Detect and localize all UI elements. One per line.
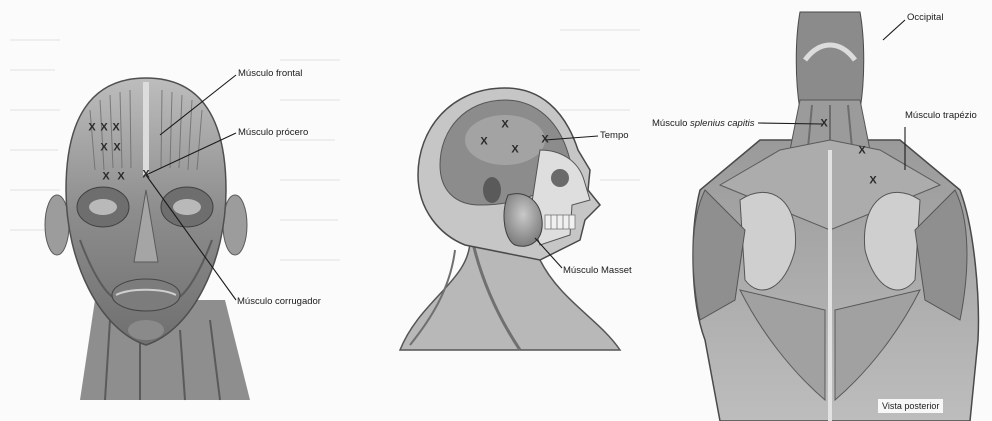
- caption-vista-posterior: Vista posterior: [878, 399, 943, 413]
- point-marker: X: [480, 137, 487, 148]
- label-musculo-frontal: Músculo frontal: [238, 69, 302, 79]
- label-splenius-capitis: Músculo splenius capitis: [652, 119, 754, 129]
- profile-illustration: [400, 88, 620, 350]
- point-marker: X: [100, 123, 107, 134]
- point-marker: X: [501, 120, 508, 131]
- label-musculo-corrugador: Músculo corrugador: [237, 297, 321, 307]
- point-marker: X: [541, 135, 548, 146]
- point-marker: X: [88, 123, 95, 134]
- point-marker: X: [113, 143, 120, 154]
- face-illustration: [45, 78, 250, 400]
- label-musculo-masseter: Músculo Masset: [563, 266, 632, 276]
- label-musculo-trapezio: Músculo trapézio: [905, 111, 977, 121]
- label-occipital: Occipital: [907, 13, 943, 23]
- point-marker: X: [100, 143, 107, 154]
- point-marker: X: [117, 172, 124, 183]
- point-marker: X: [102, 172, 109, 183]
- point-marker: X: [142, 170, 149, 181]
- label-temporal: Tempo: [600, 131, 629, 141]
- label-splenius-italic: splenius capitis: [690, 118, 754, 129]
- point-marker: X: [112, 123, 119, 134]
- point-marker: X: [820, 119, 827, 130]
- leader-occipital: [883, 20, 905, 40]
- point-marker: X: [869, 176, 876, 187]
- label-musculo-procero: Músculo prócero: [238, 128, 308, 138]
- point-marker: X: [858, 146, 865, 157]
- label-splenius-prefix: Músculo: [652, 118, 687, 129]
- back-illustration: [693, 12, 978, 421]
- point-marker: X: [511, 145, 518, 156]
